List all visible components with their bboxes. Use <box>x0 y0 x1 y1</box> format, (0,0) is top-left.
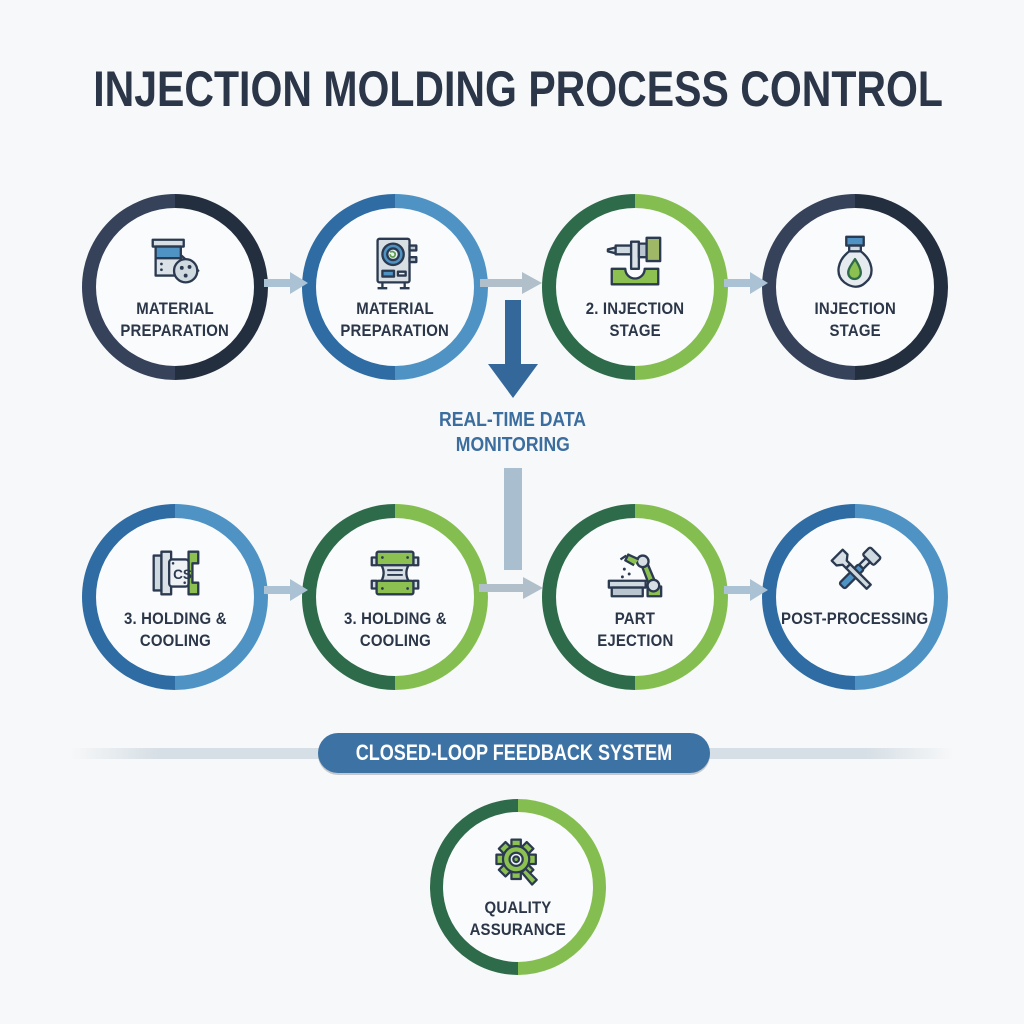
node-holding-cooling-1: CS 3. HOLDING & COOLING <box>82 504 268 690</box>
node-injection-stage-1-inner: 2. INJECTION STAGE <box>556 208 714 366</box>
node-material-preparation-2-inner: MATERIAL PREPARATION <box>316 208 474 366</box>
flask-droplet-icon <box>824 232 886 294</box>
arrow-right-icon <box>262 269 310 297</box>
svg-text:CS: CS <box>173 567 192 582</box>
node-material-preparation-1-inner: MATERIAL PREPARATION <box>96 208 254 366</box>
node-label: MATERIAL PREPARATION <box>120 298 230 340</box>
closed-loop-feedback-banner: CLOSED-LOOP FEEDBACK SYSTEM <box>318 733 710 773</box>
node-label: 3. HOLDING & COOLING <box>123 608 227 650</box>
clamp-unit-icon: CS <box>144 542 206 604</box>
robot-arm-icon <box>603 542 667 604</box>
node-material-preparation-2: MATERIAL PREPARATION <box>302 194 488 380</box>
node-holding-cooling-2-inner: 3. HOLDING & COOLING <box>316 518 474 676</box>
injection-unit-icon <box>604 232 666 294</box>
arrow-right-icon <box>262 576 310 604</box>
node-label: QUALITY ASSURANCE <box>469 897 567 939</box>
node-label: PART EJECTION <box>596 608 674 650</box>
arrow-right-icon <box>477 573 547 603</box>
arrow-right-icon <box>722 269 770 297</box>
closed-loop-feedback-label: CLOSED-LOOP FEEDBACK SYSTEM <box>355 740 673 765</box>
node-injection-stage-2: INJECTION STAGE <box>762 194 948 380</box>
node-injection-stage-2-inner: INJECTION STAGE <box>776 208 934 366</box>
node-holding-cooling-1-inner: CS 3. HOLDING & COOLING <box>96 518 254 676</box>
realtime-monitoring-label: REAL-TIME DATA MONITORING <box>439 409 587 456</box>
node-material-preparation-1: MATERIAL PREPARATION <box>82 194 268 380</box>
node-label: 2. INJECTION STAGE <box>585 298 685 340</box>
node-quality-assurance: QUALITY ASSURANCE <box>430 799 606 975</box>
page-title-text: INJECTION MOLDING PROCESS CONTROL <box>93 61 943 117</box>
mold-halves-icon <box>364 542 426 604</box>
node-holding-cooling-2: 3. HOLDING & COOLING <box>302 504 488 690</box>
arrow-down-icon <box>486 300 540 402</box>
page-title: INJECTION MOLDING PROCESS CONTROL <box>0 60 1024 118</box>
node-injection-stage-1: 2. INJECTION STAGE <box>542 194 728 380</box>
node-part-ejection-inner: PART EJECTION <box>556 518 714 676</box>
node-label: MATERIAL PREPARATION <box>340 298 450 340</box>
node-part-ejection: PART EJECTION <box>542 504 728 690</box>
arrow-right-icon <box>478 268 546 298</box>
material-pellets-icon <box>144 232 206 294</box>
node-label: POST-PROCESSING <box>781 608 929 628</box>
node-label: INJECTION STAGE <box>814 298 896 340</box>
node-label: 3. HOLDING & COOLING <box>343 608 447 650</box>
vertical-connector-bar <box>504 468 522 570</box>
arrow-right-icon <box>722 576 770 604</box>
node-post-processing-inner: POST-PROCESSING <box>776 518 934 676</box>
gear-magnifier-icon <box>488 833 548 893</box>
crossed-tools-icon <box>824 542 886 604</box>
node-quality-assurance-inner: QUALITY ASSURANCE <box>443 812 593 962</box>
node-post-processing: POST-PROCESSING <box>762 504 948 690</box>
dryer-machine-icon <box>364 232 426 294</box>
